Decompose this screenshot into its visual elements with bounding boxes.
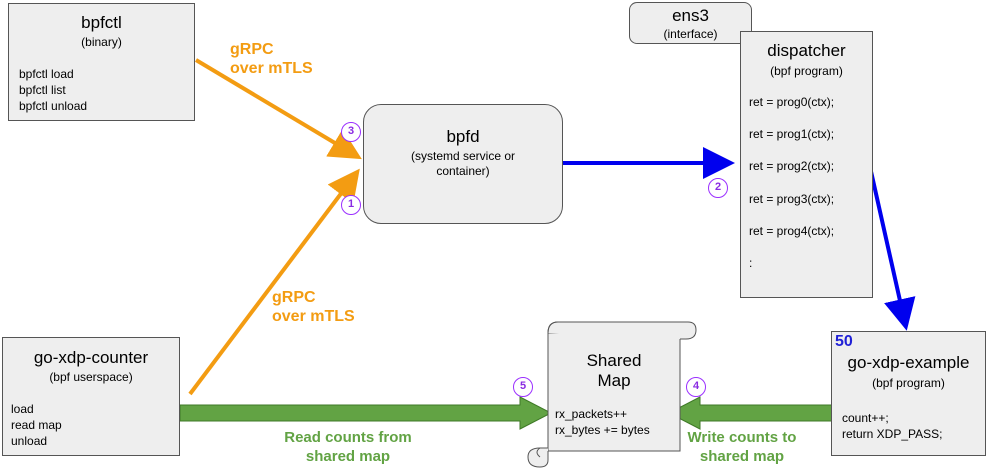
read-counts-line1: Read counts from [284, 429, 412, 446]
counter-line: read map [11, 418, 62, 432]
shared-map-scroll [527, 321, 697, 468]
bpfctl-command: bpfctl load [19, 67, 74, 81]
write-counts-label: Write counts to shared map [672, 428, 812, 466]
dispatcher-subtitle: (bpf program) [770, 64, 843, 78]
step-badge-5: 5 [513, 377, 533, 397]
step-badge-4: 4 [686, 377, 706, 397]
bpfctl-commands: bpfctl load bpfctl list bpfctl unload [19, 66, 87, 114]
bpfd-title: bpfd [446, 127, 480, 146]
go-xdp-counter-lines: load read map unload [11, 401, 62, 449]
grpc-label-bottom: gRPC over mTLS [272, 288, 355, 326]
bpfctl-command: bpfctl list [19, 83, 66, 97]
grpc-label-top-line2: over mTLS [230, 60, 313, 77]
write-counts-line2: shared map [699, 448, 785, 465]
shared-map-lines: rx_packets++ rx_bytes += bytes [555, 406, 650, 438]
write-arrow-example-to-map [667, 396, 839, 430]
ens3-subtitle: (interface) [663, 27, 718, 41]
dispatcher-line: ret = prog3(ctx); [749, 192, 835, 206]
grpc-label-top: gRPC over mTLS [230, 40, 313, 78]
go-xdp-example-box: 50 go-xdp-example (bpf program) count++;… [831, 331, 986, 456]
shared-map-title-line2: Map [597, 371, 631, 390]
bpfd-subtitle-line1: (systemd service or [410, 149, 516, 163]
grpc-arrow-counter-to-bpfd [188, 168, 360, 396]
go-xdp-counter-subtitle: (bpf userspace) [49, 370, 133, 384]
dispatcher-line: ret = prog4(ctx); [749, 224, 835, 238]
bpfctl-subtitle: (binary) [81, 35, 122, 49]
go-xdp-counter-title: go-xdp-counter [33, 348, 149, 367]
counter-line: unload [11, 434, 48, 448]
bpfd-box: bpfd (systemd service or container) [363, 104, 563, 224]
dispatcher-line: ret = prog1(ctx); [749, 127, 835, 141]
example-line: count++; [842, 411, 889, 425]
bpfctl-title: bpfctl [81, 13, 122, 32]
grpc-label-bottom-line1: gRPC [272, 289, 316, 306]
step-badge-2: 2 [708, 178, 728, 198]
shared-map-title-line1: Shared [586, 351, 642, 370]
bpfctl-box: bpfctl (binary) bpfctl load bpfctl list … [8, 3, 195, 121]
go-xdp-example-title: go-xdp-example [847, 353, 970, 372]
grpc-label-bottom-line2: over mTLS [272, 308, 355, 325]
dispatcher-line: ret = prog2(ctx); [749, 159, 835, 173]
go-xdp-example-subtitle: (bpf program) [872, 376, 945, 390]
go-xdp-example-lines: count++; return XDP_PASS; [842, 410, 943, 442]
read-counts-label: Read counts from shared map [268, 428, 428, 466]
read-counts-line2: shared map [305, 448, 391, 465]
dispatcher-line: ret = prog0(ctx); [749, 95, 835, 109]
dispatcher-title: dispatcher [767, 41, 846, 60]
dispatcher-box: dispatcher (bpf program) ret = prog0(ctx… [740, 31, 873, 298]
example-badge: 50 [835, 333, 853, 350]
step-badge-3: 3 [341, 122, 361, 142]
go-xdp-counter-box: go-xdp-counter (bpf userspace) load read… [2, 337, 180, 456]
step-badge-1: 1 [341, 195, 361, 215]
ens3-title: ens3 [672, 6, 709, 25]
read-arrow-counter-to-map [179, 396, 553, 430]
counter-line: load [11, 402, 34, 416]
shared-map-line: rx_packets++ [555, 407, 628, 421]
bpfd-subtitle-line2: container) [436, 164, 490, 178]
write-counts-line1: Write counts to [687, 429, 797, 446]
example-line: return XDP_PASS; [842, 427, 943, 441]
grpc-label-top-line1: gRPC [230, 41, 274, 58]
bpfctl-command: bpfctl unload [19, 99, 88, 113]
ens3-box: ens3 (interface) [629, 2, 752, 44]
shared-map-line: rx_bytes += bytes [555, 423, 650, 437]
dispatcher-line: : [749, 256, 753, 270]
grpc-arrow-bpfctl-to-bpfd [194, 58, 362, 160]
